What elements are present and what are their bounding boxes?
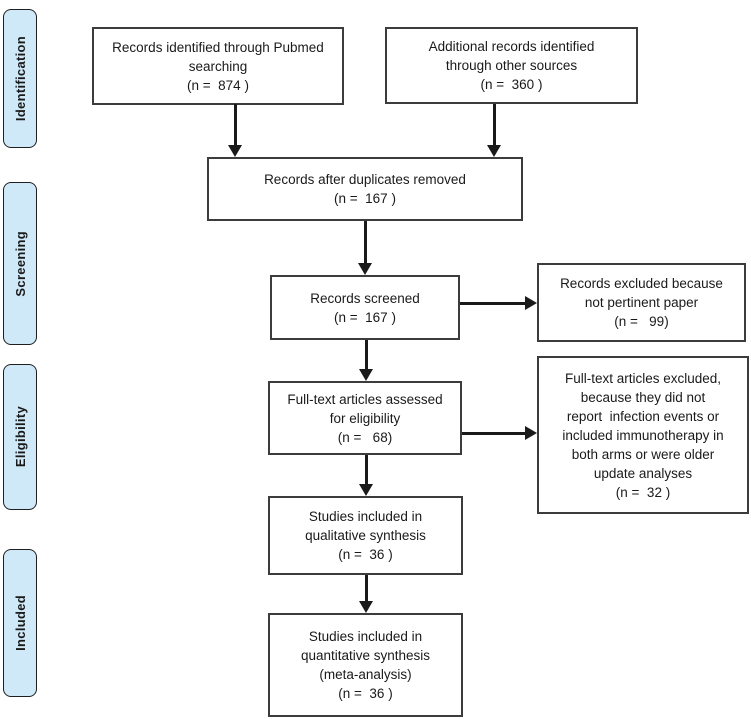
box-after-duplicates-removed: Records after duplicates removed (n = 16… (207, 157, 523, 221)
arrow-down-head-icon (359, 369, 373, 381)
stage-label-identification: Identification (3, 9, 37, 148)
arrow-right-head-icon (525, 426, 537, 440)
arrow-down-head-icon (487, 145, 501, 157)
arrow-shaft (492, 104, 496, 146)
stage-label-screening: Screening (3, 182, 37, 345)
arrow-shaft (233, 104, 237, 146)
arrow-right-head-icon (525, 296, 537, 310)
box-records-screened: Records screened (n = 167 ) (270, 275, 460, 340)
stage-label-included-text: Included (12, 595, 28, 651)
box-after-duplicates-removed-text: Records after duplicates removed (n = 16… (264, 172, 466, 206)
arrow-down-head-icon (228, 145, 242, 157)
box-quantitative-synthesis-text: Studies included in quantitative synthes… (300, 629, 431, 701)
stage-label-eligibility: Eligibility (3, 364, 37, 510)
box-records-identified-pubmed-text: Records identified through Pubmed search… (112, 39, 324, 93)
box-fulltext-assessed-text: Full-text articles assessed for eligibil… (287, 391, 443, 445)
arrow-fulltext-to-excluded (462, 426, 537, 440)
box-additional-records-text: Additional records identified through ot… (428, 39, 595, 92)
arrow-screened-to-excluded (460, 296, 537, 310)
box-records-identified-pubmed: Records identified through Pubmed search… (92, 27, 344, 105)
stage-label-screening-text: Screening (12, 230, 28, 297)
arrow-qualitative-to-quantitative (359, 575, 373, 613)
box-quantitative-synthesis: Studies included in quantitative synthes… (268, 613, 463, 717)
arrow-shaft (364, 340, 368, 370)
box-fulltext-excluded: Full-text articles excluded, because the… (537, 356, 749, 514)
arrow-screened-to-fulltext (359, 340, 373, 381)
arrow-shaft (363, 221, 367, 264)
box-records-excluded: Records excluded because not pertinent p… (537, 263, 746, 342)
arrow-shaft (460, 301, 526, 305)
box-records-excluded-text: Records excluded because not pertinent p… (560, 276, 723, 329)
arrow-pubmed-to-duplicates (228, 104, 242, 157)
arrow-fulltext-to-qualitative (359, 455, 373, 496)
arrow-shaft (364, 575, 368, 602)
arrow-down-head-icon (359, 484, 373, 496)
stage-label-eligibility-text: Eligibility (12, 406, 28, 468)
arrow-shaft (364, 455, 368, 485)
arrow-down-head-icon (359, 601, 373, 613)
box-fulltext-assessed: Full-text articles assessed for eligibil… (268, 381, 462, 455)
box-records-screened-text: Records screened (n = 167 ) (310, 290, 420, 325)
box-qualitative-synthesis-text: Studies included in qualitative synthesi… (305, 509, 426, 562)
arrow-shaft (462, 431, 526, 435)
box-qualitative-synthesis: Studies included in qualitative synthesi… (268, 496, 463, 575)
box-fulltext-excluded-text: Full-text articles excluded, because the… (562, 370, 724, 500)
box-additional-records: Additional records identified through ot… (385, 27, 638, 104)
arrow-down-head-icon (358, 263, 372, 275)
arrow-duplicates-to-screened (358, 221, 372, 275)
stage-label-included: Included (3, 549, 37, 697)
stage-label-identification-text: Identification (12, 35, 28, 122)
arrow-other-sources-to-duplicates (487, 104, 501, 157)
